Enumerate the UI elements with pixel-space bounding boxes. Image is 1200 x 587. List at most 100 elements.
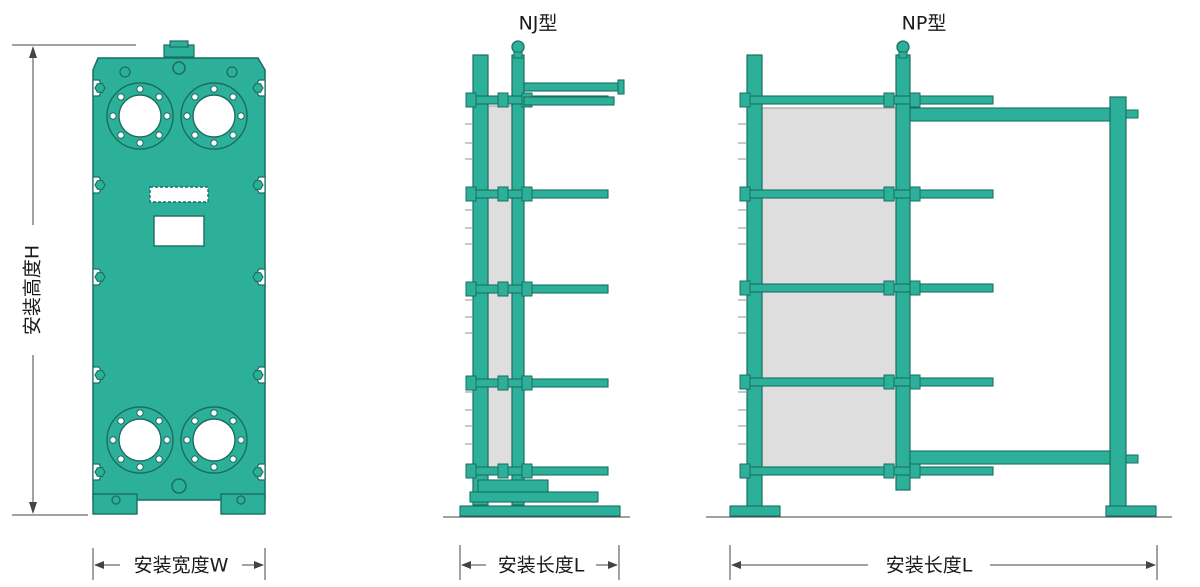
port-bolt-hole	[237, 436, 245, 444]
np-ticks	[738, 123, 746, 445]
port-bolt-hole	[163, 112, 171, 120]
nj-bolt-nut	[465, 375, 477, 391]
port-bolt-hole	[191, 93, 199, 101]
port-bolt-hole	[210, 463, 218, 471]
nj-view: NJ型 安装长度L	[443, 13, 630, 580]
port-opening	[118, 94, 162, 138]
plate-side-bolts	[92, 79, 266, 481]
np-top-guide-end	[1125, 109, 1139, 119]
np-tie-bolt	[744, 283, 994, 293]
np-tie-bolt	[744, 189, 994, 199]
plate-ports	[106, 82, 248, 474]
port-bolt-hole	[210, 139, 218, 147]
port-bolt-hole	[136, 463, 144, 471]
nj-length-label: 安装长度L	[498, 555, 585, 577]
np-length-arrow-right	[1146, 561, 1156, 569]
np-bolt-nut	[909, 92, 921, 108]
nj-ticks	[465, 123, 472, 445]
nj-bolt-nut	[521, 186, 533, 202]
nj-base-step	[477, 479, 549, 493]
side-bolt-hex	[94, 272, 106, 282]
port-bolt-hole	[183, 436, 191, 444]
np-tie-bolt	[744, 95, 994, 105]
port-bolt-hole	[191, 455, 199, 463]
port-opening	[192, 94, 236, 138]
nj-upper-guide-bar	[523, 96, 615, 106]
np-top-guide-bar	[909, 107, 1111, 122]
np-bolt-nut	[909, 186, 921, 202]
port-opening	[192, 418, 236, 462]
port-bolt-hole	[117, 417, 125, 425]
side-bolt-hex	[252, 272, 264, 282]
port-bolt-hole	[229, 455, 237, 463]
nj-base-beam	[469, 491, 599, 503]
np-left-foot	[729, 505, 781, 517]
np-bolt-nut	[883, 280, 895, 296]
np-bolt-nut	[883, 92, 895, 108]
np-bottom-guide-bar	[909, 450, 1111, 465]
np-bolt-nut	[909, 280, 921, 296]
width-arrow-right	[254, 561, 264, 569]
np-bolt-nut	[909, 374, 921, 390]
nj-bolt-nut	[465, 92, 477, 108]
top-guide-hole	[172, 61, 186, 75]
np-bolt-nut	[739, 374, 751, 390]
port-bolt-hole	[191, 417, 199, 425]
height-arrow-top	[29, 46, 37, 58]
foot-hole-left	[111, 495, 121, 505]
port-bolt-hole	[229, 417, 237, 425]
np-bottom-guide-end	[1125, 454, 1139, 464]
nameplate-window	[153, 215, 205, 247]
nj-bolt-nut	[497, 375, 509, 391]
port-bolt-hole	[183, 112, 191, 120]
side-bolt-hex	[252, 370, 264, 380]
port-bolt-hole	[155, 417, 163, 425]
height-label: 安装高度H	[22, 245, 44, 335]
side-bolt-hex	[94, 467, 106, 477]
np-tie-bolts	[739, 92, 994, 479]
np-bolt-nut	[739, 92, 751, 108]
gasket-opening	[149, 186, 209, 203]
port-bolt-hole	[237, 112, 245, 120]
front-view: 安装高度H 安装宽度W	[12, 40, 266, 580]
corner-hole-tr	[226, 66, 238, 78]
np-length-label: 安装长度L	[886, 555, 973, 577]
side-bolt-hex	[252, 467, 264, 477]
nj-bolt-nut	[497, 92, 509, 108]
nj-top-guide-bar	[523, 82, 623, 92]
port-bolt-hole	[109, 112, 117, 120]
port-bolt-hole	[117, 131, 125, 139]
port-bolt-hole	[155, 93, 163, 101]
side-bolt-hex	[252, 180, 264, 190]
nj-lifting-eye-base	[513, 51, 523, 59]
port-bolt-hole	[210, 409, 218, 417]
np-length-arrow-left	[731, 561, 741, 569]
nj-tie-bolt	[467, 466, 609, 476]
np-bolt-nut	[883, 463, 895, 479]
nj-bolt-nut	[497, 186, 509, 202]
side-bolt-hex	[94, 83, 106, 93]
port-bolt-hole	[155, 131, 163, 139]
nj-bolt-nut	[497, 281, 509, 297]
np-support-column	[1109, 96, 1127, 510]
nj-tie-bolt	[467, 189, 609, 199]
port-bolt-hole	[136, 85, 144, 93]
nj-length-arrow-right	[608, 561, 618, 569]
port-bolt-hole	[210, 85, 218, 93]
np-lifting-eye-base	[898, 51, 908, 59]
port-opening	[118, 418, 162, 462]
nj-base-plate	[459, 505, 621, 517]
np-lifting-eye	[896, 40, 910, 54]
np-bolt-nut	[909, 463, 921, 479]
nj-top-guide-end	[617, 79, 625, 95]
nj-bolt-nut	[497, 463, 509, 479]
foot-hole-right	[236, 495, 246, 505]
width-label: 安装宽度W	[134, 555, 229, 577]
nj-fixed-column	[472, 54, 489, 506]
np-right-foot	[1105, 505, 1157, 517]
np-bolt-nut	[883, 186, 895, 202]
nj-length-arrow-left	[461, 561, 471, 569]
port-bolt-hole	[155, 455, 163, 463]
nj-support-column	[511, 54, 525, 506]
